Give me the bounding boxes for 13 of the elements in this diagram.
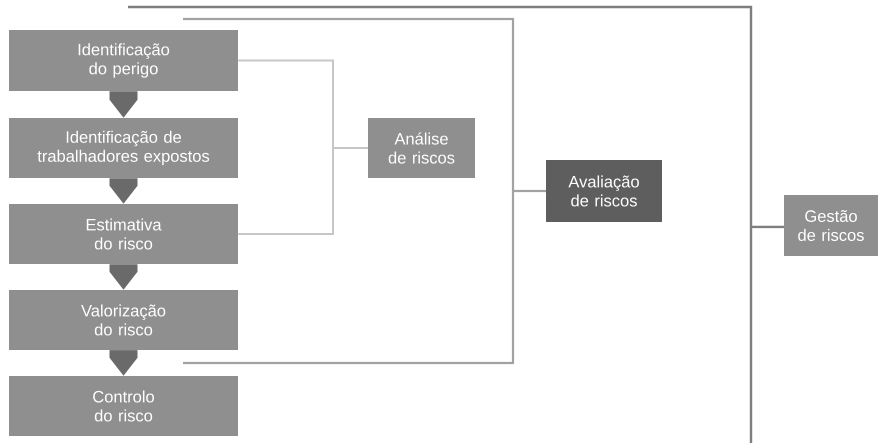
process-box: Análise de riscos	[368, 118, 475, 178]
step-box: Controlo do risco	[9, 376, 238, 436]
step-box: Identificação do perigo	[9, 30, 238, 91]
chevron-arrow	[110, 264, 138, 290]
step-box: Identificação de trabalhadores expostos	[9, 118, 238, 178]
chevron-arrow	[110, 91, 138, 118]
chevron-arrow	[110, 350, 138, 376]
process-box: Avaliação de riscos	[546, 160, 662, 222]
step-box: Valorização do risco	[9, 290, 238, 350]
connector	[238, 146, 368, 235]
process-box: Gestão de riscos	[784, 194, 878, 256]
chevron-arrow	[110, 178, 138, 204]
step-box: Estimativa do risco	[9, 204, 238, 264]
